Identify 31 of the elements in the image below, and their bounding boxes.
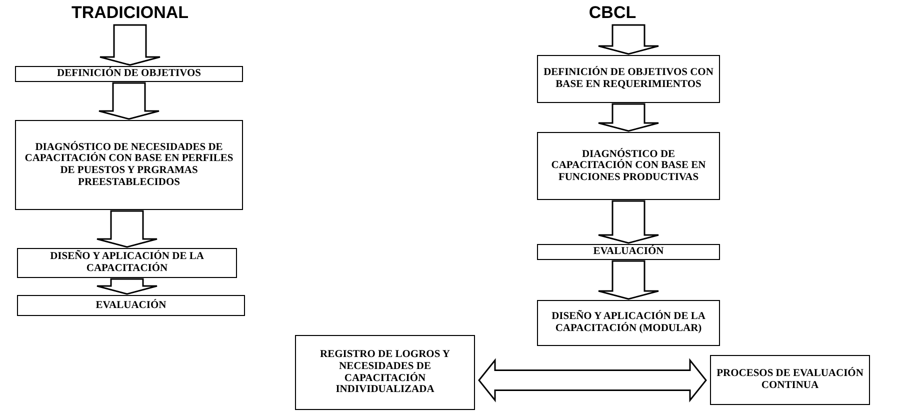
- process-box: [710, 355, 870, 405]
- process-box: [15, 120, 243, 210]
- box-text: DEFINICIÓN DE OBJETIVOS: [56, 68, 202, 80]
- box-text: REGISTRO DE LOGROS Y NECESIDADES DE CAPACITACIÓN INDIVIDUALIZADA: [318, 349, 451, 396]
- box-text: DIAGNÓSTICO DE NECESIDADES DE CAPACITACIÓN CON BASE EN PERFILES DE PUESTOS Y PRGRAMAS PREESTABLECIDOS: [24, 142, 234, 188]
- process-box: [17, 295, 245, 316]
- block-arrow: [98, 82, 160, 120]
- block-arrow: [598, 200, 660, 244]
- process-box: [537, 300, 720, 346]
- heading-text: CBCL: [505, 2, 720, 24]
- box-text: EVALUACIÓN: [592, 246, 665, 258]
- box-text: PROCESOS DE EVALUACIÓN CONTINUA: [716, 368, 864, 392]
- block-arrow: [598, 260, 660, 300]
- block-arrow: [478, 358, 707, 402]
- process-box: [537, 132, 720, 200]
- block-arrow: [99, 24, 161, 66]
- box-text: DISEÑO Y APLICACIÓN DE LA CAPACITACIÓN (MODULAR): [550, 311, 706, 335]
- block-arrow: [598, 24, 660, 55]
- box-text: DEFINICIÓN DE OBJETIVOS CON BASE EN REQUERIMIENTOS: [542, 67, 714, 91]
- process-box: [295, 335, 475, 410]
- block-arrow: [96, 210, 158, 248]
- heading-text: TRADICIONAL: [30, 2, 230, 24]
- block-arrow: [96, 278, 158, 295]
- process-box: [537, 244, 720, 260]
- block-arrow: [598, 103, 660, 132]
- process-box: [537, 55, 720, 103]
- box-text: DIAGNÓSTICO DE CAPACITACIÓN CON BASE EN FUNCIONES PRODUCTIVAS: [550, 148, 707, 184]
- process-box: [17, 248, 237, 278]
- box-text: EVALUACIÓN: [94, 300, 168, 312]
- process-box: [15, 66, 243, 82]
- box-text: DISEÑO Y APLICACIÓN DE LA CAPACITACIÓN: [49, 251, 205, 275]
